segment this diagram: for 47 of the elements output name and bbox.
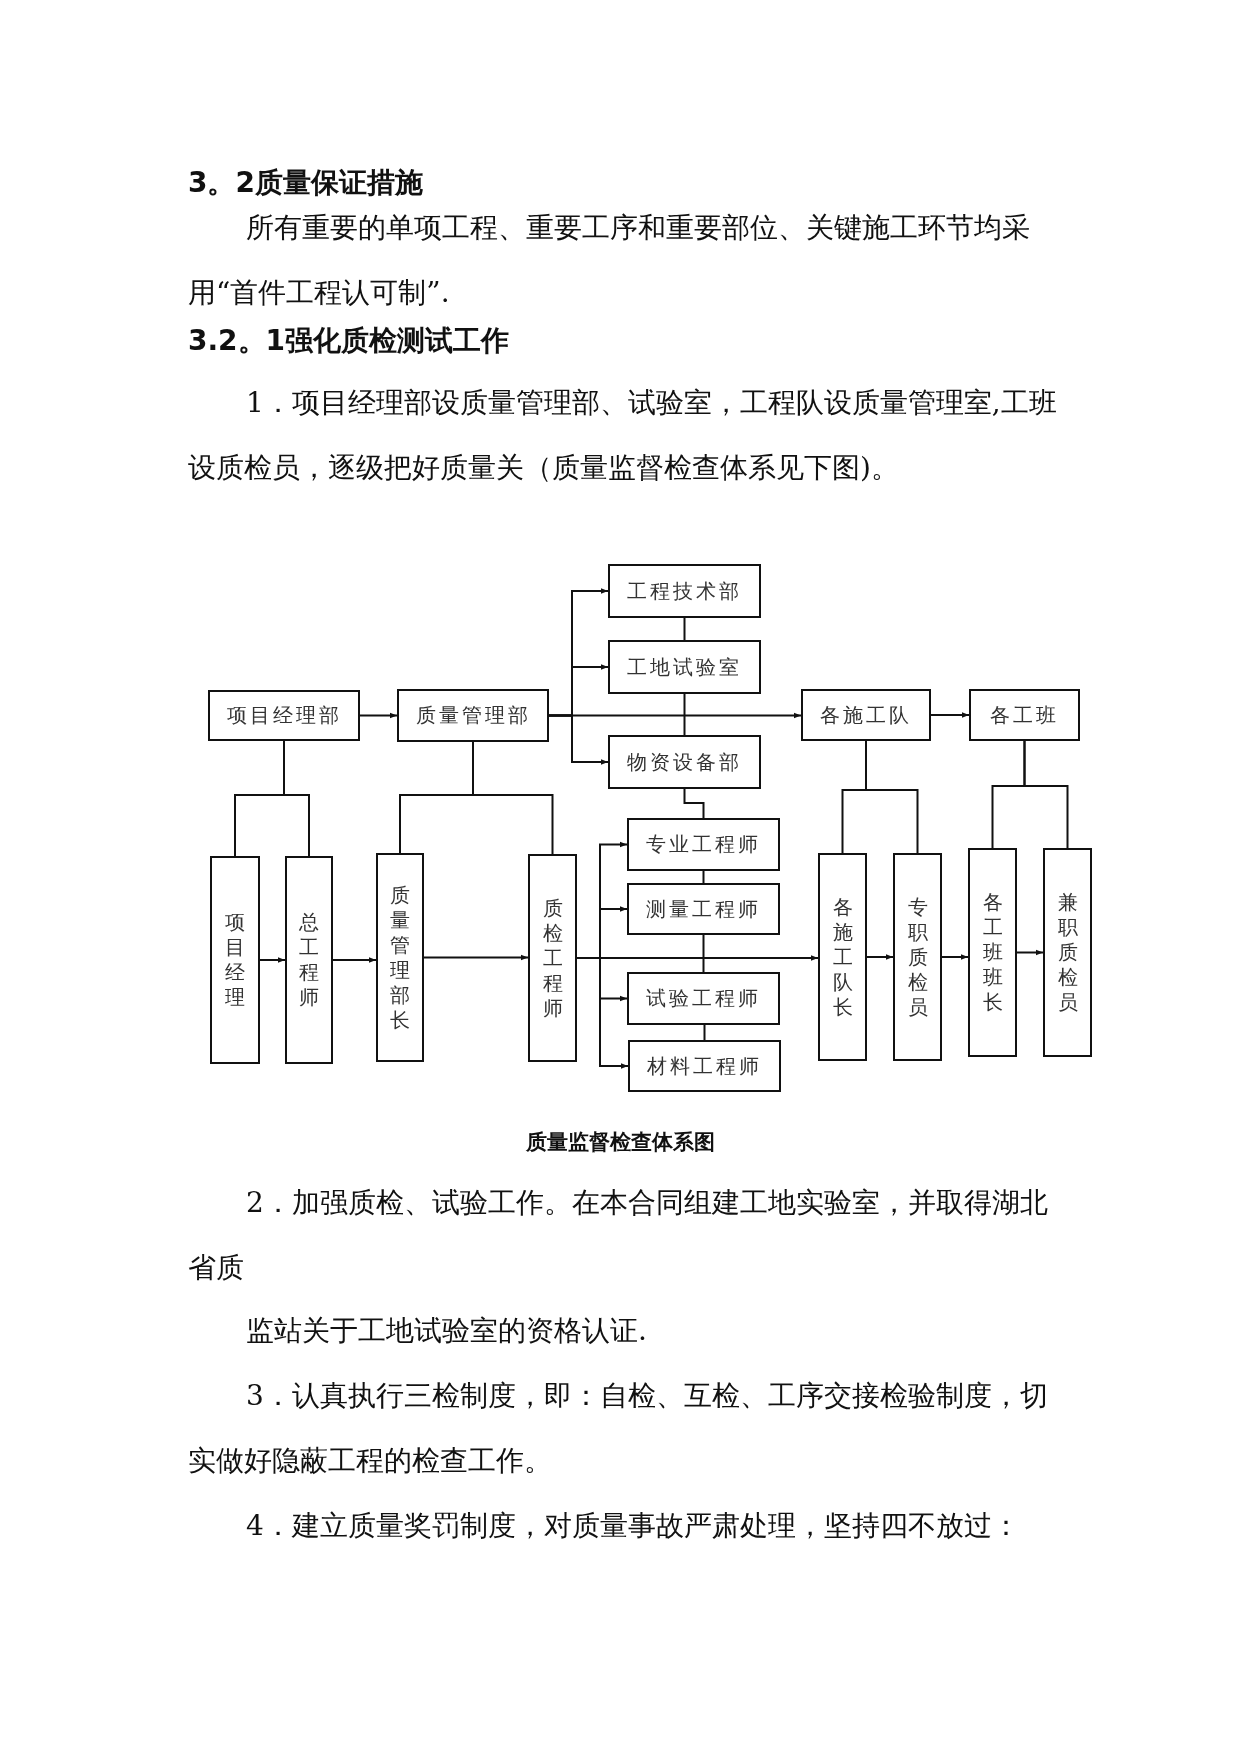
org-box: 物资设备部 [608,735,761,789]
arrow [1016,949,1044,956]
arrow [423,954,529,961]
org-box: 材料工程师 [628,1040,781,1092]
arrow [941,954,969,960]
arrow [259,957,286,963]
connector-line [683,617,686,641]
connector-line [1023,740,1069,849]
org-box: 项目经理 [210,856,260,1064]
org-box: 测量工程师 [627,883,780,935]
org-box: 工程技术部 [608,564,761,618]
arrow [359,712,398,719]
section-heading: 3。2质量保证措施 [188,165,424,201]
arrow [548,712,802,719]
arrow [332,957,377,963]
arrow [930,712,970,718]
org-box: 工地试验室 [608,640,761,694]
paragraph: 3．认真执行三检制度，即：自检、互检、工序交接检验制度，切实做好隐蔽工程的检查工作。 [188,1378,1049,1479]
section-heading: 3.2。1强化质检测试工作 [188,323,511,359]
connector-line [683,788,705,819]
paragraph: 4．建立质量奖罚制度，对质量事故严肃处理，坚持四不放过： [245,1508,1021,1544]
connector-line [683,693,686,736]
org-box: 质量管理部长 [376,853,424,1062]
org-box: 各施工队 [801,689,931,741]
org-box: 兼职质检员 [1043,848,1092,1057]
connector-line [702,934,705,973]
connector-line [865,740,919,854]
paragraph: 监站关于工地试验室的资格认证. [245,1313,648,1349]
arrow [576,957,629,1069]
org-box: 各施工队长 [818,853,867,1061]
org-box: 试验工程师 [627,972,780,1025]
paragraph: 1．项目经理部设质量管理部、试验室，工程队设质量管理室,工班设质检员，逐级把好质量关（质量监督检查体系见下图)。 [188,385,1058,486]
org-box: 各工班 [969,689,1080,741]
figure-caption: 质量监督检查体系图 [525,1129,716,1156]
paragraph: 所有重要的单项工程、重要工序和重要部位、关键施工环节均采用“首件工程认可制”. [188,210,1031,311]
org-box: 项目经理部 [208,690,360,741]
paragraph: 2．加强质检、试验工作。在本合同组建工地实验室，并取得湖北省质 [188,1185,1049,1286]
arrow [866,954,894,960]
org-box: 各工班班长 [968,848,1017,1057]
org-box: 专业工程师 [627,818,780,871]
org-box: 总工程师 [285,856,333,1064]
connector-line [283,740,310,857]
org-box: 质量管理部 [397,689,549,742]
connector-line [703,1024,706,1041]
connector-line [702,870,705,884]
org-box: 质检工程师 [528,854,577,1062]
org-box: 专职质检员 [893,853,942,1061]
